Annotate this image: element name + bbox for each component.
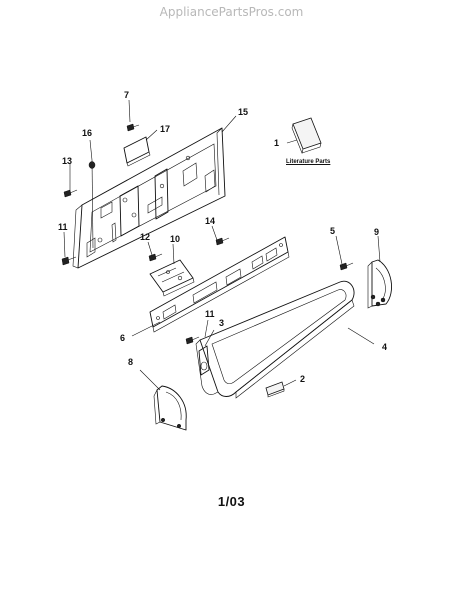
callout-13: 13: [62, 156, 73, 166]
callout-7: 7: [124, 90, 130, 100]
callout-1: 1: [274, 138, 280, 148]
screw-11-lower: [185, 336, 200, 345]
callout-10: 10: [170, 234, 181, 244]
console-backguard: [195, 280, 355, 399]
callout-2: 2: [300, 374, 306, 384]
date-code: 1/03: [217, 494, 246, 509]
callout-6: 6: [120, 333, 126, 343]
screw-13: [63, 189, 78, 198]
hinge-bracket: [198, 345, 210, 376]
screw-14: [215, 237, 230, 246]
control-board: [149, 259, 195, 297]
callout-8: 8: [128, 357, 134, 367]
rear-console-panel: [72, 127, 226, 269]
screw-12: [148, 253, 163, 262]
control-panel-strip: [149, 236, 290, 333]
rod-16: [88, 159, 96, 249]
nameplate-badge: [265, 381, 285, 398]
screw-5: [339, 262, 354, 271]
callout-4: 4: [382, 342, 388, 352]
leader-lines: [63, 99, 381, 391]
callout-16: 16: [82, 128, 93, 138]
watermark: AppliancePartsPros.com: [159, 5, 304, 19]
callout-11-left: 11: [58, 222, 68, 232]
literature-booklet: [291, 117, 322, 154]
callout-15: 15: [238, 107, 249, 117]
screw-7: [126, 123, 140, 132]
callout-12: 12: [140, 232, 151, 242]
bracket: [123, 136, 151, 167]
callout-17: 17: [160, 124, 171, 134]
callout-11-lower: 11: [205, 309, 215, 319]
left-end-cap: [153, 385, 187, 431]
callout-3: 3: [219, 318, 225, 328]
callout-9: 9: [374, 227, 380, 237]
literature-parts-label: Literature Parts: [286, 159, 331, 165]
right-end-cap: [367, 259, 393, 309]
callout-14: 14: [205, 216, 216, 226]
screw-11-left: [61, 256, 77, 266]
callout-5: 5: [330, 226, 336, 236]
